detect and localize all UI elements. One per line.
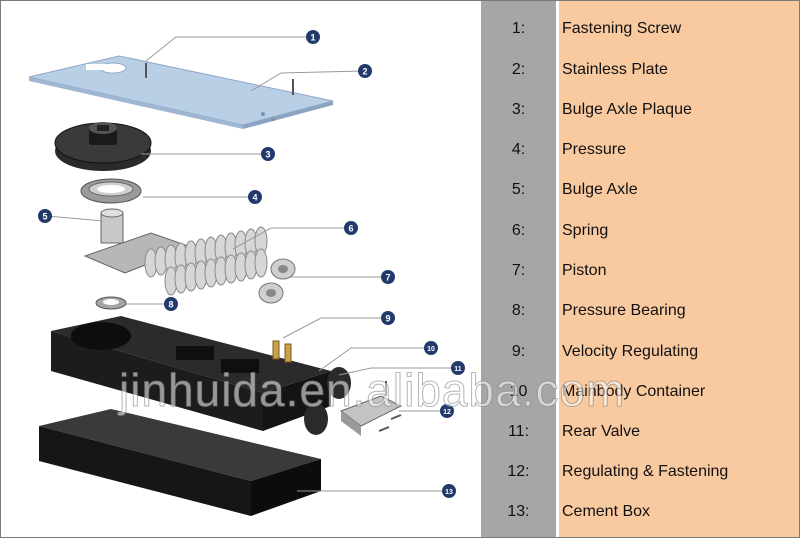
legend-label: Stainless Plate — [562, 61, 668, 78]
legend-number: 7: — [511, 262, 526, 279]
legend-number: 10 — [509, 383, 528, 400]
pressure-bearing-part — [95, 296, 127, 310]
callout-10: 10 — [424, 341, 438, 355]
exploded-view-diagram: 1 2 3 4 5 6 7 8 9 10 11 12 13 — [1, 1, 481, 537]
callout-2: 2 — [358, 64, 372, 78]
callout-7-label: 7 — [385, 273, 390, 283]
exploded-view-svg: 1 2 3 4 5 6 7 8 9 10 11 12 13 — [28, 30, 465, 516]
callout-12: 12 — [440, 404, 454, 418]
bulge-axle-plaque-part — [54, 122, 152, 171]
callout-7: 7 — [381, 270, 395, 284]
callout-9-label: 9 — [385, 314, 390, 324]
callout-3: 3 — [261, 147, 275, 161]
legend-number: 4: — [511, 141, 526, 158]
legend-row: 12: Regulating & Fastening — [481, 452, 799, 492]
legend-number: 13: — [507, 503, 530, 520]
legend-number: 6: — [511, 222, 526, 239]
spring-piston-assembly — [83, 208, 296, 304]
legend-number: 9: — [511, 343, 526, 360]
legend-row: 10 Mainbody Container — [481, 372, 799, 412]
legend-number: 11: — [507, 423, 530, 440]
legend-row: 11: Rear Valve — [481, 412, 799, 452]
mainbody-container-part — [51, 316, 331, 431]
rear-valve-part — [304, 367, 351, 435]
callout-13-label: 13 — [445, 489, 453, 496]
callout-13: 13 — [442, 484, 456, 498]
legend-label-column — [556, 1, 799, 537]
legend-row: 8: Pressure Bearing — [481, 291, 799, 331]
callout-6: 6 — [344, 221, 358, 235]
regulating-fastening-part — [339, 381, 403, 436]
callout-4: 4 — [248, 190, 262, 204]
callout-12-label: 12 — [443, 409, 451, 416]
callout-1-label: 1 — [310, 33, 315, 43]
legend-label: Bulge Axle — [562, 181, 638, 198]
callout-4-label: 4 — [252, 193, 257, 203]
stainless-plate-part — [28, 55, 334, 129]
callout-8: 8 — [164, 297, 178, 311]
legend-row: 2: Stainless Plate — [481, 50, 799, 90]
fastening-screw-part — [145, 63, 294, 95]
legend-label: Fastening Screw — [562, 20, 682, 37]
legend-row: 13: Cement Box — [481, 492, 799, 532]
callout-1: 1 — [306, 30, 320, 44]
legend-row: 4: Pressure — [481, 130, 799, 170]
callout-9: 9 — [381, 311, 395, 325]
legend-row: 9: Velocity Regulating — [481, 332, 799, 372]
legend-label: Pressure Bearing — [562, 302, 686, 319]
legend-label: Piston — [562, 262, 607, 279]
legend-number: 1: — [511, 20, 526, 37]
pressure-ring-part — [80, 178, 142, 204]
legend-label: Pressure — [562, 141, 627, 158]
cement-box-part — [39, 409, 321, 516]
legend-number: 8: — [511, 302, 526, 319]
legend-number: 2: — [511, 61, 526, 78]
velocity-regulating-part — [272, 340, 292, 363]
legend-row: 1: Fastening Screw — [481, 9, 799, 49]
callout-2-label: 2 — [362, 67, 367, 77]
callout-10-label: 10 — [427, 346, 435, 353]
legend-number: 12: — [507, 463, 530, 480]
legend-row: 7: Piston — [481, 251, 799, 291]
callout-5-label: 5 — [42, 212, 47, 222]
callout-3-label: 3 — [265, 150, 270, 160]
legend-row: 5: Bulge Axle — [481, 170, 799, 210]
callout-11: 11 — [451, 361, 465, 375]
legend-label: Bulge Axle Plaque — [562, 101, 692, 118]
leader-lines — [46, 36, 456, 492]
callout-6-label: 6 — [348, 224, 353, 234]
callout-11-label: 11 — [454, 366, 462, 373]
legend-number-column — [481, 1, 556, 537]
legend-row: 6: Spring — [481, 211, 799, 251]
callout-8-label: 8 — [168, 300, 173, 310]
legend-label: Velocity Regulating — [562, 343, 699, 360]
legend-row: 3: Bulge Axle Plaque — [481, 90, 799, 130]
parts-legend: 1: Fastening Screw 2: Stainless Plate 3: Bu… — [481, 1, 799, 537]
callout-5: 5 — [38, 209, 52, 223]
legend-label: Regulating & Fastening — [562, 463, 729, 480]
legend-label: Spring — [562, 222, 609, 239]
legend-divider — [556, 1, 559, 537]
legend-label: Mainbody Container — [562, 383, 706, 400]
legend-number: 5: — [511, 181, 526, 198]
legend-label: Rear Valve — [562, 423, 640, 440]
legend-label: Cement Box — [562, 503, 651, 520]
legend-number: 3: — [511, 101, 526, 118]
